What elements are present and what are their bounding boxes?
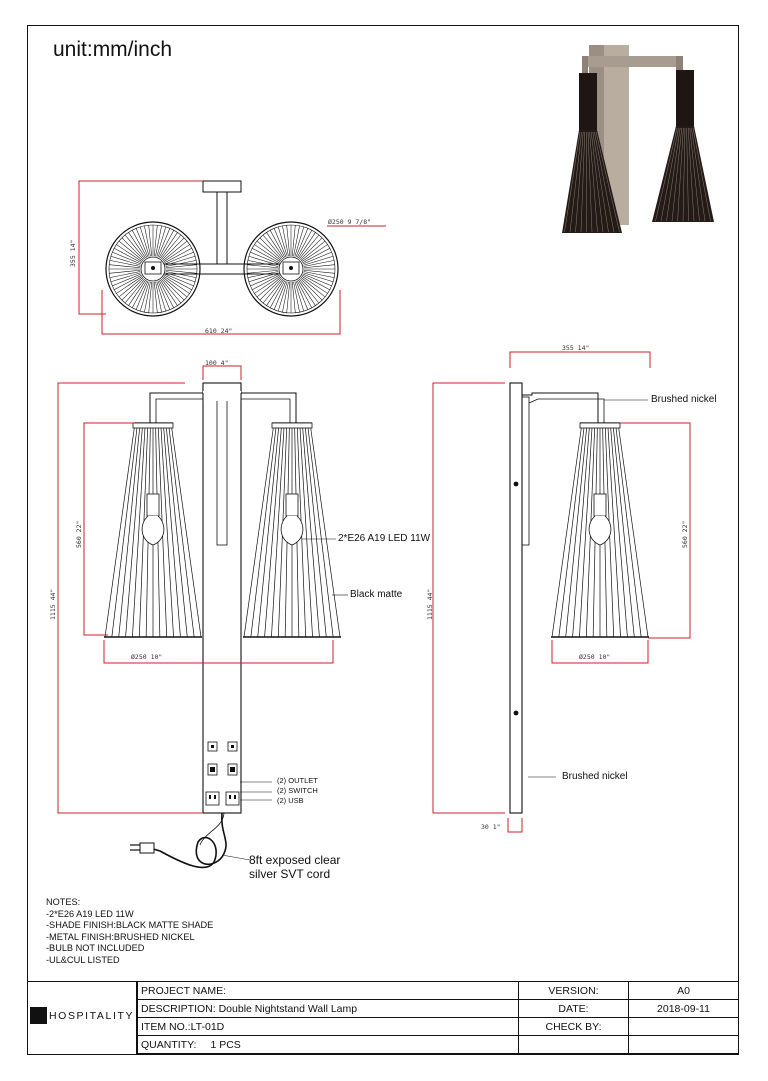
empty-cell	[518, 1035, 629, 1054]
callout-bulb: 2*E26 A19 LED 11W	[338, 533, 431, 544]
callout-switch: (2) SWITCH	[277, 786, 318, 795]
title-block: HOSPITALITY PROJECT NAME: VERSION: A0 DE…	[27, 981, 739, 1055]
item-number: ITEM NO.:LT-01D	[137, 1017, 519, 1036]
side-view	[432, 351, 691, 833]
callout-usb: (2) USB	[277, 796, 304, 805]
callout-cord-line2: silver SVT cord	[249, 867, 331, 881]
callout-shade: Black matte	[350, 589, 403, 600]
logo-cell	[27, 981, 137, 1055]
dim-side-plate-thickness: 30 1"	[481, 823, 501, 831]
note-item: -METAL FINISH:BRUSHED NICKEL	[46, 931, 195, 942]
top-view	[78, 180, 386, 335]
dim-front-shade-height: 560 22"	[75, 520, 83, 548]
company-logo: HOSPITALITY	[30, 1007, 134, 1024]
description: DESCRIPTION: Double Nightstand Wall Lamp	[137, 999, 519, 1018]
drawing-frame	[27, 25, 739, 1055]
quantity-row: QUANTITY: 1 PCS	[137, 1035, 519, 1054]
callout-plate-finish: Brushed nickel	[562, 771, 628, 782]
dim-front-plate-width: 100 4"	[205, 359, 229, 367]
unit-label: unit:mm/inch	[53, 38, 173, 61]
version-label: VERSION:	[518, 981, 629, 1000]
callout-cord-line1: 8ft exposed clear	[249, 853, 341, 867]
quantity-label: QUANTITY:	[141, 1038, 197, 1051]
note-item: -2*E26 A19 LED 11W	[46, 908, 134, 919]
dim-side-height: 1115 44"	[426, 588, 434, 620]
dim-top-width: 610 24"	[205, 327, 233, 335]
dim-front-shade-diameter: Ø250 10"	[131, 653, 163, 661]
quantity-value: 1 PCS	[210, 1038, 241, 1051]
callout-arm-finish: Brushed nickel	[651, 394, 717, 405]
note-item: -UL&CUL LISTED	[46, 954, 120, 965]
notes-title: NOTES:	[46, 897, 81, 907]
dim-top-height: 355 14"	[69, 239, 77, 267]
date-value: 2018-09-11	[628, 999, 739, 1018]
date-label: DATE:	[518, 999, 629, 1018]
product-render	[562, 45, 714, 233]
front-view	[57, 365, 348, 869]
logo-square-icon	[30, 1007, 47, 1024]
check-label: CHECK BY:	[518, 1017, 629, 1036]
note-item: -SHADE FINISH:BLACK MATTE SHADE	[46, 920, 214, 931]
version-value: A0	[628, 981, 739, 1000]
check-value	[628, 1017, 739, 1036]
dim-side-shade-height: 560 22"	[681, 520, 689, 548]
callout-outlet: (2) OUTLET	[277, 776, 318, 785]
project-name: PROJECT NAME:	[137, 981, 519, 1000]
dim-side-shade-diameter: Ø250 10"	[579, 653, 611, 661]
dim-side-depth: 355 14"	[562, 344, 590, 352]
logo-text: HOSPITALITY	[49, 1009, 135, 1022]
notes-block: NOTES: -2*E26 A19 LED 11W -SHADE FINISH:…	[46, 897, 213, 967]
dim-front-height: 1115 44"	[49, 588, 57, 620]
dim-top-diameter: Ø250 9 7/8"	[328, 218, 372, 226]
note-item: -BULB NOT INCLUDED	[46, 943, 145, 954]
title-table: PROJECT NAME: VERSION: A0 DESCRIPTION: D…	[137, 981, 739, 1054]
empty-cell	[628, 1035, 739, 1054]
